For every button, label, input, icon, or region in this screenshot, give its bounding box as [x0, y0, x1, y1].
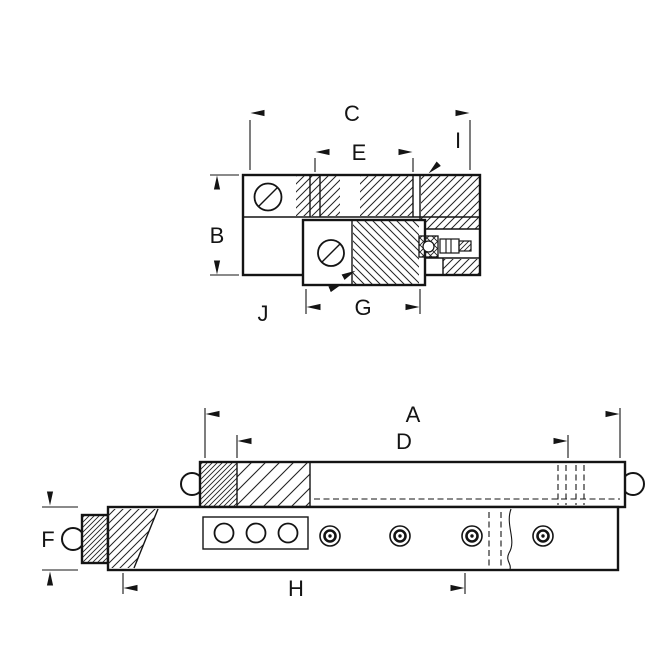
dimension-c: C — [249, 101, 471, 170]
hatch-zone-right-block — [421, 176, 479, 229]
ball-end-left-lower — [61, 527, 85, 551]
dimension-g: G — [305, 289, 421, 320]
adjust-screw — [439, 238, 460, 254]
bolt-head-4 — [532, 525, 554, 547]
callout-i: I — [428, 128, 461, 174]
hidden-hole-lines — [557, 465, 585, 505]
retainer-nut — [458, 240, 472, 252]
roller-1 — [213, 522, 235, 544]
callout-j: J — [258, 270, 356, 326]
dimension-b: B — [210, 174, 239, 276]
upper-rail-internal-lines — [236, 462, 311, 507]
lower-slide-member — [61, 505, 620, 572]
carriage-screw-slot-line — [321, 243, 341, 263]
dimension-a: A — [204, 402, 621, 458]
bolt-center — [328, 534, 332, 538]
side-view: A D F H — [41, 402, 645, 601]
roller-3 — [277, 522, 299, 544]
bolt-center — [398, 534, 402, 538]
bolt-ring — [323, 529, 337, 543]
bolt-center — [470, 534, 474, 538]
dim-label-h: H — [288, 576, 304, 601]
bolt-head-1 — [319, 525, 341, 547]
extension-lines-b — [210, 174, 239, 276]
dim-label-j: J — [258, 301, 269, 326]
break-squiggle — [507, 508, 513, 570]
extension-lines-c — [249, 120, 471, 170]
upper-rail-section-hatch — [237, 463, 310, 506]
extension-lines-e — [314, 158, 414, 172]
dimension-d: D — [236, 429, 569, 458]
dim-label-e: E — [352, 140, 367, 165]
dim-label-d: D — [396, 429, 412, 454]
bolt-head-3 — [461, 525, 483, 547]
lower-rail-section-hatch — [108, 509, 158, 568]
dimension-h: H — [122, 573, 466, 601]
extension-lines-h — [122, 573, 466, 594]
hatch-zone-center — [360, 176, 413, 216]
bolt-head-2 — [389, 525, 411, 547]
dim-label-f: F — [41, 527, 54, 552]
bolt-ring — [536, 529, 550, 543]
rail-cross-section — [241, 173, 482, 277]
upper-rail-end-cap-hatch — [201, 463, 237, 506]
dim-label-b: B — [210, 223, 225, 248]
carriage-cross-section — [301, 218, 472, 287]
dim-label-a: A — [406, 402, 421, 427]
roller-2 — [245, 522, 267, 544]
lower-rail-end-cap-hatch — [83, 516, 107, 562]
adjust-screw-threads — [445, 239, 452, 253]
bolt-center — [541, 534, 545, 538]
section-view: C E I B G — [210, 101, 482, 326]
leader-line-i — [428, 161, 441, 174]
dim-label-i: I — [455, 128, 461, 153]
bolt-ring — [393, 529, 407, 543]
bolt-ring — [465, 529, 479, 543]
dimension-e: E — [314, 140, 414, 172]
carriage-hatch — [353, 221, 419, 284]
upper-slide-member — [180, 460, 645, 509]
hatch-zone-left — [296, 176, 340, 216]
extension-lines-a — [204, 408, 621, 458]
dim-label-g: G — [354, 295, 371, 320]
bearing-ball — [422, 240, 435, 253]
lower-rail-step-edge — [133, 508, 159, 569]
leader-line-j-1 — [328, 283, 343, 293]
hatch-zone-bottom-right — [443, 259, 479, 274]
extension-lines-f — [42, 506, 78, 571]
dim-label-c: C — [344, 101, 360, 126]
dimension-f: F — [41, 491, 78, 586]
extension-lines-d — [236, 435, 569, 458]
screw-slot-line — [258, 187, 278, 207]
extension-lines-g — [305, 289, 421, 314]
